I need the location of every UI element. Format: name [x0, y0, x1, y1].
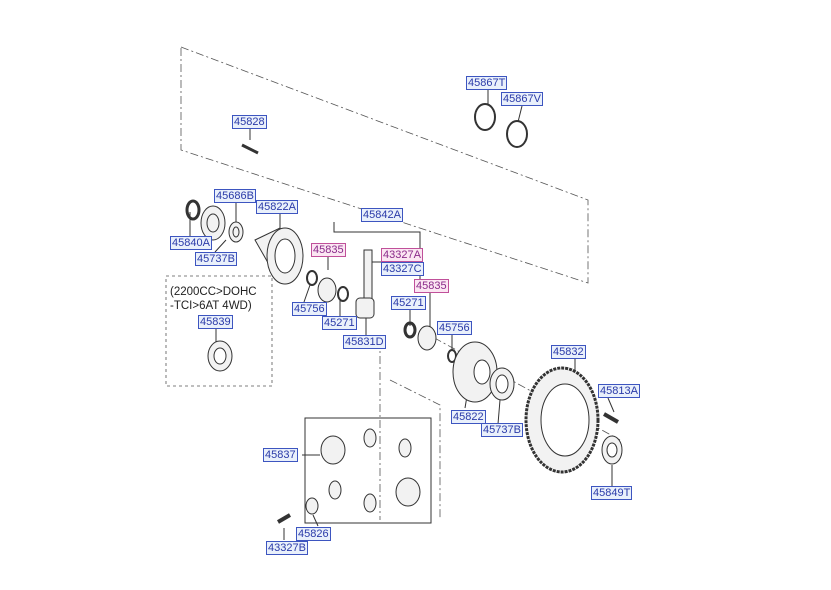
part-label-43327C[interactable]: 43327C: [381, 262, 424, 276]
part-label-43327A[interactable]: 43327A: [381, 248, 423, 262]
part-label-45832[interactable]: 45832: [551, 345, 586, 359]
part-label-45813A[interactable]: 45813A: [598, 384, 640, 398]
part-label-45867V[interactable]: 45867V: [501, 92, 543, 106]
part-label-45756[interactable]: 45756: [437, 321, 472, 335]
part-label-45867T[interactable]: 45867T: [466, 76, 508, 90]
part-label-45822[interactable]: 45822: [451, 410, 486, 424]
parts: [185, 103, 623, 524]
part-label-45831D[interactable]: 45831D: [343, 335, 386, 349]
part-label-45849T[interactable]: 45849T: [591, 486, 633, 500]
part-label-45686B[interactable]: 45686B: [214, 189, 256, 203]
part-label-45840A[interactable]: 45840A: [170, 236, 212, 250]
part-label-45756[interactable]: 45756: [292, 302, 327, 316]
part-label-45837[interactable]: 45837: [263, 448, 298, 462]
part-label-45737B[interactable]: 45737B: [481, 423, 523, 437]
part-label-45842A[interactable]: 45842A: [361, 208, 403, 222]
variant-note-line2: -TCI>6AT 4WD): [170, 300, 252, 312]
part-label-45737B[interactable]: 45737B: [195, 252, 237, 266]
leader-lines: [189, 90, 615, 540]
part-label-45822A[interactable]: 45822A: [256, 200, 298, 214]
part-label-45839[interactable]: 45839: [198, 315, 233, 329]
reference-lines: [165, 46, 621, 520]
part-label-45271[interactable]: 45271: [322, 316, 357, 330]
variant-note: (2200CC>DOHC -TCI>6AT 4WD): [170, 285, 257, 313]
variant-note-line1: (2200CC>DOHC: [170, 286, 257, 298]
part-label-45826[interactable]: 45826: [296, 527, 331, 541]
part-label-45828[interactable]: 45828: [232, 115, 267, 129]
part-label-45835[interactable]: 45835: [414, 279, 449, 293]
part-label-45271[interactable]: 45271: [391, 296, 426, 310]
part-label-45835[interactable]: 45835: [311, 243, 346, 257]
part-label-43327B[interactable]: 43327B: [266, 541, 308, 555]
